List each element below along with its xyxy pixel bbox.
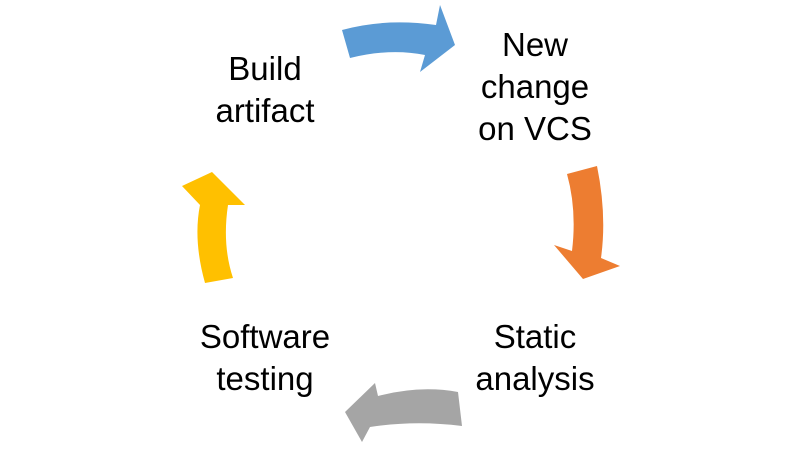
step-line: artifact [215,92,315,129]
arrow-change-to-analysis [554,166,620,279]
step-static-analysis: Static analysis [425,316,645,400]
step-line: analysis [475,360,595,397]
step-build-artifact: Build artifact [155,48,375,132]
step-line: testing [216,360,314,397]
step-software-testing: Software testing [155,316,375,400]
step-line: Static [493,318,577,355]
arrow-build-to-change [342,5,455,72]
step-line: Build [228,50,302,87]
arrow-testing-to-build [182,172,245,283]
step-line: Software [199,318,331,355]
step-new-change: New change on VCS [425,24,645,150]
step-line: on VCS [478,110,592,147]
step-line: change [480,68,590,105]
arrow-analysis-to-testing [345,383,462,442]
step-line: New [501,26,569,63]
